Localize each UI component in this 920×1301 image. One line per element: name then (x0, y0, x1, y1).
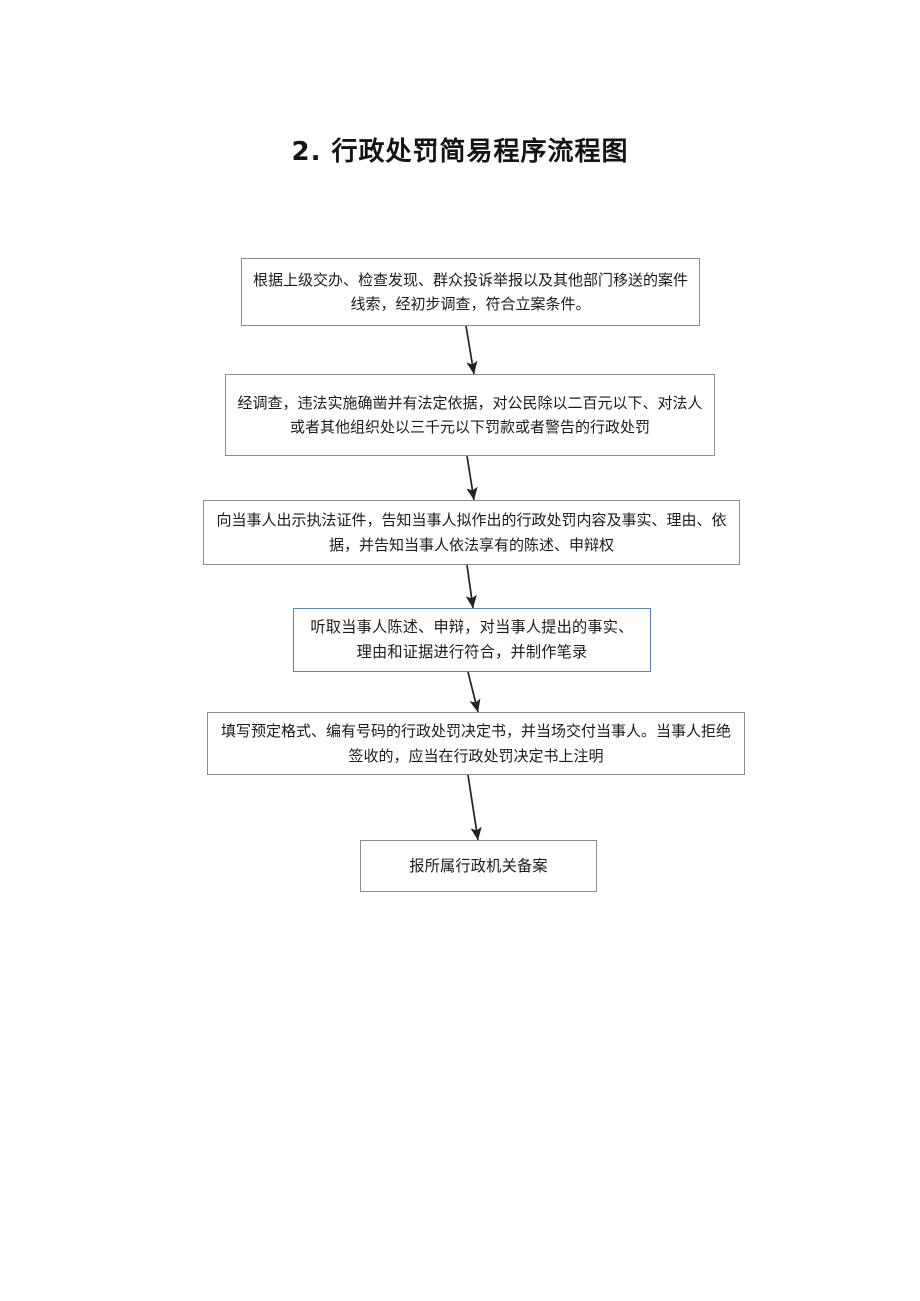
flow-node-investigation-penalty-scope: 经调查，违法实施确凿并有法定依据，对公民除以二百元以下、对法人或者其他组织处以三… (225, 374, 715, 456)
flow-node-label: 报所属行政机关备案 (409, 856, 548, 875)
flow-node-case-filing-conditions: 根据上级交办、检查发现、群众投诉举报以及其他部门移送的案件线索，经初步调查，符合… (241, 258, 700, 326)
flow-node-label: 根据上级交办、检查发现、群众投诉举报以及其他部门移送的案件线索，经初步调查，符合… (252, 270, 688, 313)
connector-1-to-2 (465, 325, 478, 375)
connector-4-to-5 (467, 671, 481, 713)
page-title: 2. 行政处罚简易程序流程图 (291, 137, 629, 167)
flow-node-label: 填写预定格式、编有号码的行政处罚决定书，并当场交付当事人。当事人拒绝签收的，应当… (220, 722, 731, 765)
connector-5-to-6 (467, 774, 482, 841)
flow-node-label: 向当事人出示执法证件，告知当事人拟作出的行政处罚内容及事实、理由、依据，并告知当… (216, 511, 727, 554)
flow-node-label: 经调查，违法实施确凿并有法定依据，对公民除以二百元以下、对法人或者其他组织处以三… (237, 393, 703, 436)
flow-node-label: 听取当事人陈述、申辩，对当事人提出的事实、理由和证据进行符合，并制作笔录 (310, 618, 634, 661)
flow-node-file-with-authority: 报所属行政机关备案 (360, 840, 597, 892)
flow-node-hear-statement-and-defense: 听取当事人陈述、申辩，对当事人提出的事实、理由和证据进行符合，并制作笔录 (293, 608, 651, 672)
flow-node-issue-penalty-decision: 填写预定格式、编有号码的行政处罚决定书，并当场交付当事人。当事人拒绝签收的，应当… (207, 712, 745, 775)
flow-node-show-credentials-and-inform: 向当事人出示执法证件，告知当事人拟作出的行政处罚内容及事实、理由、依据，并告知当… (203, 500, 740, 565)
connector-2-to-3 (466, 455, 478, 501)
connector-3-to-4 (465, 564, 477, 609)
